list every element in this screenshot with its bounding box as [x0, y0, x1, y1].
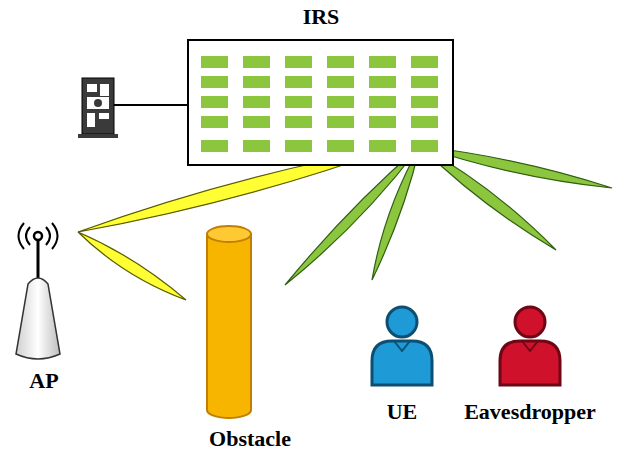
node-label: Eavesdropper	[445, 399, 615, 425]
irs-element	[243, 56, 270, 68]
signal-arc	[46, 227, 50, 245]
irs-element	[369, 140, 396, 152]
irs-element	[327, 56, 354, 68]
irs-element	[201, 56, 228, 68]
irs-element	[201, 76, 228, 88]
irs-element	[243, 76, 270, 88]
irs-element	[411, 96, 438, 108]
access-point: AP	[8, 222, 80, 398]
irs-element	[369, 56, 396, 68]
person-collar	[394, 341, 410, 351]
irs-element	[285, 56, 312, 68]
eavesdropper: Eavesdropper	[445, 305, 615, 427]
obstacle-cylinder-icon	[195, 222, 305, 422]
person-head	[515, 307, 545, 337]
irs-element	[411, 56, 438, 68]
signal-arc	[52, 223, 58, 249]
node-label: IRS	[183, 4, 459, 30]
chip-detail	[94, 99, 102, 107]
irs-element	[285, 116, 312, 128]
green-beam	[372, 146, 420, 280]
irs-element	[201, 140, 228, 152]
chip-detail	[78, 134, 118, 138]
signal-arc	[26, 227, 30, 245]
person-head	[387, 307, 417, 337]
person-body	[372, 341, 432, 385]
access-point-body	[16, 278, 60, 359]
irs-element	[411, 140, 438, 152]
node-label: Obstacle	[195, 426, 305, 452]
chip-detail	[87, 84, 97, 92]
chip-detail	[99, 113, 109, 119]
irs-panel: IRS	[183, 0, 459, 168]
irs-element	[369, 116, 396, 128]
irs-element	[327, 116, 354, 128]
irs-frame	[188, 40, 453, 165]
irs-element	[369, 76, 396, 88]
irs-element	[411, 76, 438, 88]
access-point-icon	[8, 222, 80, 367]
irs-element	[285, 76, 312, 88]
node-label: AP	[8, 368, 80, 394]
irs-element	[243, 96, 270, 108]
user-equipment: UE	[362, 305, 442, 427]
cylinder-top	[207, 226, 251, 242]
irs-element	[201, 96, 228, 108]
chip-detail	[100, 84, 109, 96]
node-label: UE	[362, 399, 442, 425]
irs-element	[327, 140, 354, 152]
irs-element	[201, 116, 228, 128]
chip-detail	[87, 97, 109, 109]
controller-chip	[82, 78, 114, 134]
irs-element	[243, 140, 270, 152]
obstacle-cylinder: Obstacle	[195, 222, 305, 456]
irs-element	[285, 140, 312, 152]
eavesdropper-icon	[445, 305, 615, 395]
antenna-pole	[37, 240, 40, 280]
user-equipment-icon	[362, 305, 442, 395]
person-body	[500, 341, 560, 385]
irs-panel-icon	[183, 38, 459, 168]
yellow-beam	[78, 232, 186, 300]
antenna-tip	[34, 232, 42, 240]
irs-element	[411, 116, 438, 128]
irs-element	[327, 96, 354, 108]
cylinder-body	[207, 234, 251, 418]
person-collar	[522, 341, 538, 351]
irs-element	[243, 116, 270, 128]
chip-detail	[87, 113, 95, 127]
control-wire	[114, 104, 188, 106]
irs-element	[285, 96, 312, 108]
signal-arc	[19, 223, 25, 249]
irs-element	[369, 96, 396, 108]
irs-element	[327, 76, 354, 88]
